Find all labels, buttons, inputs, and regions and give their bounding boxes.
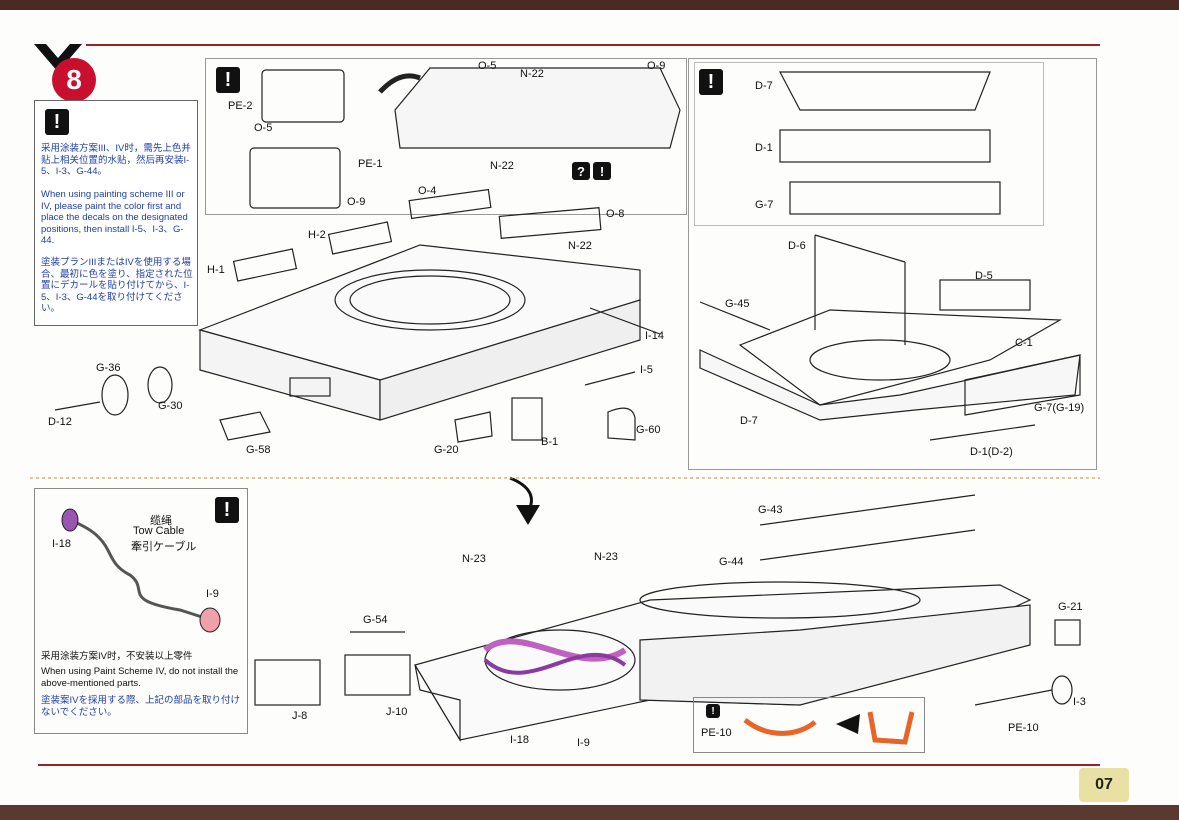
part-label: D-7	[755, 80, 773, 92]
part-label: I-9	[577, 737, 590, 749]
part-label: D-12	[48, 416, 72, 428]
part-label: B-1	[541, 436, 559, 448]
part-label: G-58	[246, 444, 271, 456]
part-label: O-9	[647, 60, 666, 72]
note-top-zh: 采用涂装方案III、IV时，需先上色并贴上相关位置的水贴，然后再安装I-5、I-…	[41, 143, 191, 177]
part-label: H-2	[308, 229, 326, 241]
part-label: G-30	[158, 400, 183, 412]
part-label: PE-10	[701, 727, 732, 739]
part-label: N-23	[594, 551, 618, 563]
warning-icon-inset: !	[216, 67, 240, 93]
warning-icon-small: !	[593, 162, 611, 180]
note-top-ja: 塗装プランIIIまたはIVを使用する場合、最初に色を塗り、指定された位置にデカー…	[41, 257, 193, 314]
part-label: G-21	[1058, 601, 1083, 613]
part-label: N-22	[520, 68, 544, 80]
part-label: PE-10	[1008, 722, 1039, 734]
sub-assembly-box: !	[688, 58, 1097, 470]
tow-cable-en: Tow Cable	[133, 525, 185, 537]
part-label: O-4	[418, 185, 437, 197]
bottom-border	[0, 805, 1179, 820]
help-warning-icons: ? !	[572, 162, 611, 180]
note-box-bottom: ! 缆绳 Tow Cable 牽引ケーブル 采用涂装方案IV时，不安装以上零件 …	[34, 488, 248, 734]
part-label: J-8	[292, 710, 308, 722]
part-label: O-8	[606, 208, 625, 220]
page-number: 07	[1079, 768, 1129, 802]
part-label: C-1	[1015, 337, 1033, 349]
side-plates-inset	[694, 62, 1044, 226]
part-label: G-20	[434, 444, 459, 456]
note-bottom-ja: 塗装案IVを採用する際、上記の部品を取り付けないでください。	[41, 695, 240, 718]
part-label: I-18	[52, 538, 71, 550]
part-label: D-1(D-2)	[970, 446, 1013, 458]
warning-icon-right: !	[699, 69, 723, 95]
part-label: O-5	[478, 60, 497, 72]
question-icon: ?	[572, 162, 590, 180]
part-label: PE-1	[358, 158, 383, 170]
part-label: D-6	[788, 240, 806, 252]
warning-icon-bottom: !	[215, 497, 239, 523]
part-label: O-5	[254, 122, 273, 134]
part-label: PE-2	[228, 100, 253, 112]
part-label: G-60	[636, 424, 661, 436]
part-label: J-10	[386, 706, 408, 718]
pe10-detail-box: !	[693, 697, 925, 753]
detail-inset-top: !	[205, 58, 687, 215]
part-label: G-7	[755, 199, 774, 211]
part-label: O-9	[347, 196, 366, 208]
header-rule	[86, 44, 1100, 46]
tow-cable-ja: 牽引ケーブル	[131, 541, 197, 553]
part-label: G-54	[363, 614, 388, 626]
part-label: G-44	[719, 556, 744, 568]
tow-cable-zh: 缆绳	[150, 515, 172, 527]
part-label: G-7(G-19)	[1034, 402, 1085, 414]
warning-icon-pe: !	[706, 704, 720, 718]
step-number-badge: 8	[52, 58, 96, 102]
part-label: I-5	[640, 364, 653, 376]
part-label: N-23	[462, 553, 486, 565]
part-label: G-36	[96, 362, 121, 374]
part-label: N-22	[568, 240, 592, 252]
part-label: D-7	[740, 415, 758, 427]
note-bottom-en: When using Paint Scheme IV, do not insta…	[41, 666, 239, 689]
part-label: H-1	[207, 264, 225, 276]
top-border	[0, 0, 1179, 10]
note-box-top: ! 采用涂装方案III、IV时，需先上色并贴上相关位置的水贴，然后再安装I-5、…	[34, 100, 198, 326]
part-label: D-1	[755, 142, 773, 154]
part-label: I-14	[645, 330, 664, 342]
part-label: D-5	[975, 270, 993, 282]
part-label: I-3	[1073, 696, 1086, 708]
footer-rule	[38, 764, 1100, 766]
part-label: I-9	[206, 588, 219, 600]
warning-icon: !	[45, 109, 69, 135]
note-bottom-zh: 采用涂装方案IV时，不安装以上零件	[41, 651, 193, 662]
part-label: I-18	[510, 734, 529, 746]
note-top-en: When using painting scheme III or IV, pl…	[41, 189, 188, 246]
part-label: N-22	[490, 160, 514, 172]
part-label: G-45	[725, 298, 750, 310]
part-label: G-43	[758, 504, 783, 516]
